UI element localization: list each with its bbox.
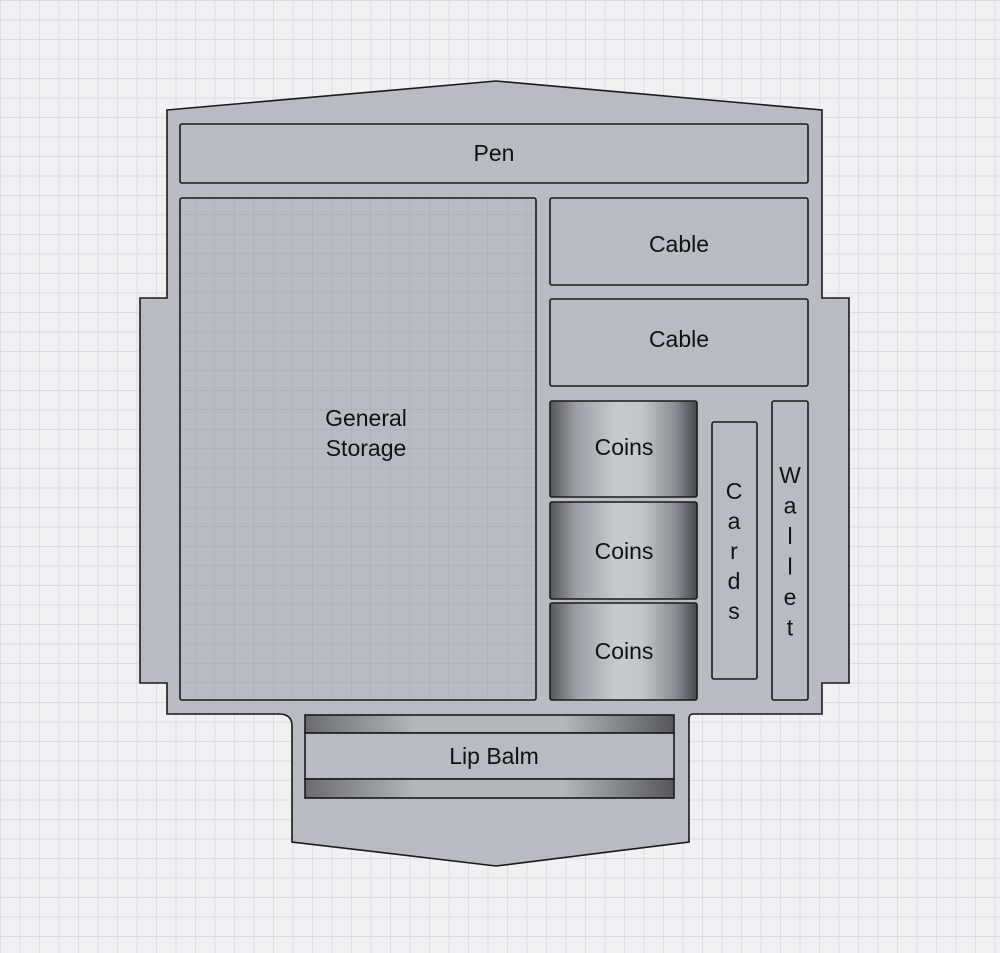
lip-balm-top-band	[304, 714, 675, 734]
compartment-lip-balm: Lip Balm	[304, 714, 675, 799]
compartment-coins-1: Coins	[549, 400, 698, 498]
pen-label: Pen	[474, 140, 515, 166]
pen-slot	[179, 123, 809, 184]
lip-balm-slot	[304, 732, 675, 780]
general-storage-slot	[179, 197, 537, 701]
compartment-cable-2: Cable	[549, 298, 809, 387]
compartment-pen: Pen	[179, 123, 809, 184]
cards-slot	[711, 421, 758, 680]
coins-label-2: Coins	[595, 538, 654, 564]
coins-slot-2	[549, 501, 698, 600]
cable-slot-1	[549, 197, 809, 286]
lip-balm-bottom-band	[304, 778, 675, 799]
general-storage-label-line2: Storage	[326, 435, 407, 461]
cable-label-1: Cable	[649, 231, 709, 257]
lip-balm-label: Lip Balm	[449, 743, 538, 769]
wallet-slot	[771, 400, 809, 701]
coins-slot-3	[549, 602, 698, 701]
compartment-general-storage: General Storage	[179, 197, 537, 701]
cable-label-2: Cable	[649, 326, 709, 352]
cable-slot-2	[549, 298, 809, 387]
general-storage-label-line1: General	[325, 405, 407, 431]
coins-label-1: Coins	[595, 434, 654, 460]
compartment-cable-1: Cable	[549, 197, 809, 286]
coins-slot-1	[549, 400, 698, 498]
coins-label-3: Coins	[595, 638, 654, 664]
compartment-coins-2: Coins	[549, 501, 698, 600]
compartment-coins-3: Coins	[549, 602, 698, 701]
